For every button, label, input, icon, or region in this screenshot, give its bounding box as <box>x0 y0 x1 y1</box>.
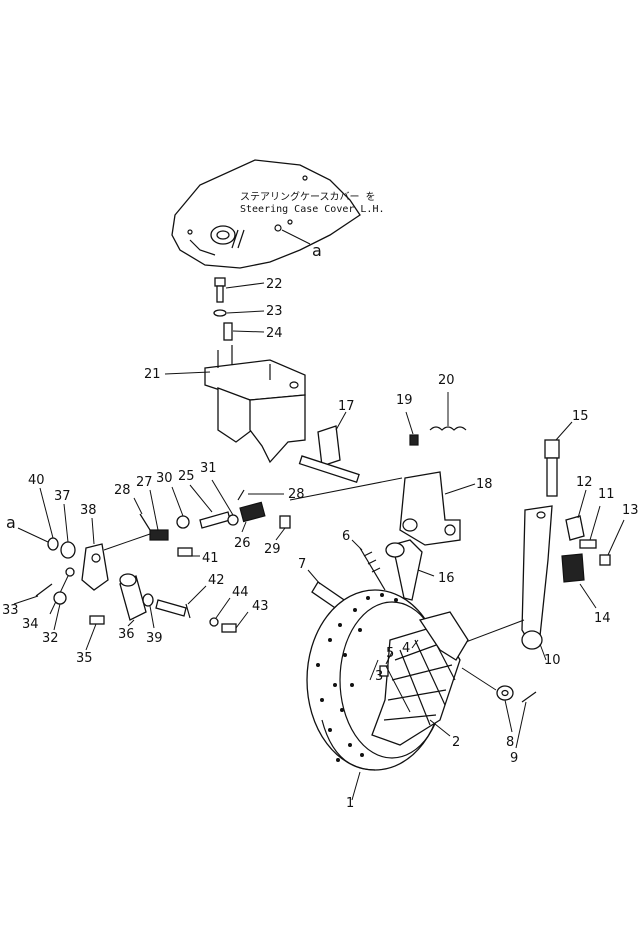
cam-16 <box>385 539 435 601</box>
pin-27 <box>149 489 169 541</box>
label-26: 26 <box>234 536 251 551</box>
bushing-36 <box>119 573 147 627</box>
washer-31 <box>211 479 239 526</box>
washer-8 <box>461 667 514 733</box>
pin-6 <box>351 539 386 591</box>
label-23: 23 <box>266 304 283 319</box>
label-12: 12 <box>576 475 593 490</box>
nut-19 <box>405 411 419 446</box>
part-number-labels: 1 2 3 4 5 6 7 8 9 10 11 12 13 14 15 16 1… <box>2 277 639 811</box>
washer-34 <box>49 567 75 615</box>
note-jp: ステアリングケースカバー を <box>240 190 376 203</box>
bushing-32 <box>53 591 67 631</box>
note-en: Steering Case Cover L.H. <box>240 204 385 215</box>
nut-30 <box>171 486 190 529</box>
label-20: 20 <box>438 373 455 388</box>
label-2: 2 <box>452 735 460 750</box>
leader-3 <box>369 659 411 713</box>
bolt-43 <box>221 611 249 633</box>
label-3: 3 <box>375 669 383 684</box>
label-32: 32 <box>42 631 59 646</box>
label-44: 44 <box>232 585 249 600</box>
label-36: 36 <box>118 627 135 642</box>
lever-17 <box>298 411 360 483</box>
bolt-5 <box>379 651 393 677</box>
label-21: 21 <box>144 367 161 382</box>
label-41: 41 <box>202 551 219 566</box>
label-39: 39 <box>146 631 163 646</box>
label-9: 9 <box>510 751 518 766</box>
pin-33 <box>13 583 53 605</box>
label-15: 15 <box>572 409 589 424</box>
steering-case-cover: ステアリングケースカバー を Steering Case Cover L.H. … <box>171 159 385 269</box>
label-24: 24 <box>266 326 283 341</box>
bolt-29 <box>275 515 291 541</box>
label-11: 11 <box>598 487 615 502</box>
label-7: 7 <box>298 557 306 572</box>
label-25: 25 <box>178 469 195 484</box>
pin-24 <box>223 322 265 341</box>
pin-28-lower <box>133 497 151 531</box>
label-19: 19 <box>396 393 413 408</box>
adjusting-screw-15 <box>544 421 573 497</box>
label-43: 43 <box>252 599 269 614</box>
bracket-21 <box>164 345 306 464</box>
bolt-35 <box>85 615 105 651</box>
clevis-26 <box>239 501 266 533</box>
label-30: 30 <box>156 471 173 486</box>
clip-12 <box>565 489 587 541</box>
label-38: 38 <box>80 503 97 518</box>
pin-9 <box>515 691 537 749</box>
label-13: 13 <box>622 503 639 518</box>
washer-44 <box>209 597 231 627</box>
lever-38 <box>81 517 151 591</box>
label-42: 42 <box>208 573 225 588</box>
label-28-lower: 28 <box>114 483 131 498</box>
label-6: 6 <box>342 529 350 544</box>
washer-37 <box>60 503 76 559</box>
bolt-13 <box>599 519 625 566</box>
ref-a-top: a <box>312 241 322 260</box>
label-1: 1 <box>346 796 354 811</box>
label-18: 18 <box>476 477 493 492</box>
label-40: 40 <box>28 473 45 488</box>
label-4: 4 <box>402 641 410 656</box>
label-27: 27 <box>136 475 153 490</box>
bolt-41 <box>177 547 200 557</box>
label-33: 33 <box>2 603 19 618</box>
label-17: 17 <box>338 399 355 414</box>
ring-39 <box>142 593 155 629</box>
label-10: 10 <box>544 653 561 668</box>
label-37: 37 <box>54 489 71 504</box>
label-35: 35 <box>76 651 93 666</box>
bolt-22 <box>214 277 265 303</box>
clip-11 <box>579 505 601 549</box>
label-31: 31 <box>200 461 217 476</box>
washer-23 <box>213 309 265 317</box>
block-14 <box>561 553 597 609</box>
label-14: 14 <box>594 611 611 626</box>
ring-40: a <box>6 487 59 551</box>
label-29: 29 <box>264 542 281 557</box>
label-8: 8 <box>506 735 514 750</box>
label-5: 5 <box>386 646 394 661</box>
pin-42 <box>155 585 207 619</box>
lever-18 <box>289 471 476 546</box>
pin-28-upper <box>237 489 284 501</box>
ref-a-left: a <box>6 513 16 532</box>
spring-20 <box>429 392 467 431</box>
bracket-4 <box>411 611 469 661</box>
label-28-upper: 28 <box>288 487 305 502</box>
bolt-25 <box>189 484 231 529</box>
rod-10 <box>449 505 553 661</box>
label-34: 34 <box>22 617 39 632</box>
label-16: 16 <box>438 571 455 586</box>
label-22: 22 <box>266 277 283 292</box>
